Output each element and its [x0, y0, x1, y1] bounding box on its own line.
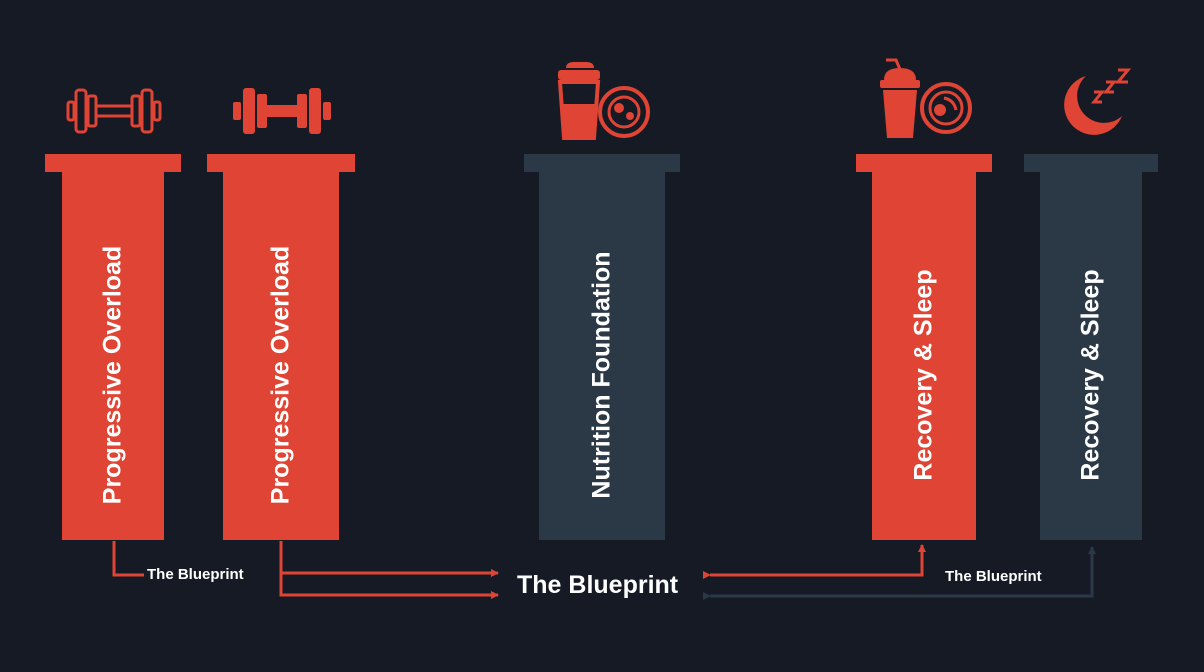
pillar-cap — [45, 154, 181, 172]
right-blueprint-label: The Blueprint — [942, 568, 1045, 586]
pillar-shaft: Recovery & Sleep — [1040, 172, 1142, 540]
connector-pillar5-arrow — [703, 546, 1096, 600]
pillar-label: Progressive Overload — [98, 245, 127, 505]
smoothie-and-plate-icon — [880, 58, 972, 138]
connector-pillar2-upper-arrow — [279, 541, 499, 577]
connector-pillar4-arrow — [703, 544, 926, 579]
barbell-outline-icon — [66, 88, 162, 134]
moon-zzz-icon — [1064, 68, 1132, 135]
pillar-label: Progressive Overload — [266, 245, 295, 505]
pillar-label: Nutrition Foundation — [587, 251, 616, 499]
connector-pillar1-to-left-label — [112, 541, 146, 577]
left-blueprint-label: The Blueprint — [144, 566, 247, 584]
pillar-label: Recovery & Sleep — [909, 269, 938, 481]
connector-pillar2-lower-arrow — [279, 573, 499, 599]
barbell-solid-icon — [233, 88, 331, 134]
pillar-cap — [856, 154, 992, 172]
center-blueprint-label: The Blueprint — [517, 571, 679, 599]
pillar-shaft: Nutrition Foundation — [539, 172, 665, 540]
pillar-shaft: Recovery & Sleep — [872, 172, 976, 540]
pillar-label: Recovery & Sleep — [1076, 269, 1105, 481]
pillar-shaft: Progressive Overload — [62, 172, 164, 540]
shaker-and-plate-icon — [557, 62, 650, 140]
pillar-cap — [524, 154, 680, 172]
pillar-cap — [1024, 154, 1158, 172]
pillar-cap — [207, 154, 355, 172]
pillar-shaft: Progressive Overload — [223, 172, 339, 540]
